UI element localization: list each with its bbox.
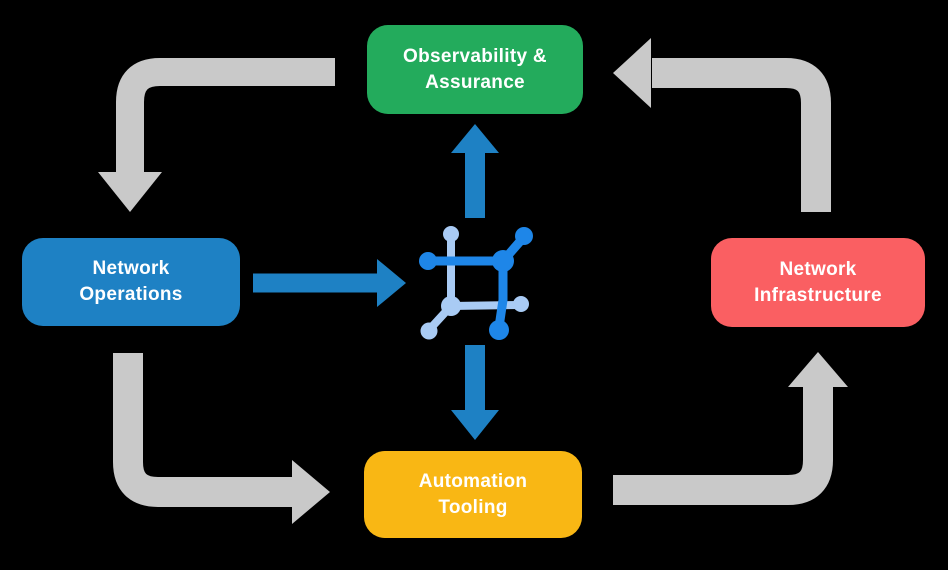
node-label-line: Network <box>92 258 170 279</box>
network-fabric-icon <box>419 226 533 340</box>
node-network-operations: Network Operations <box>22 238 240 326</box>
node-automation-tooling: Automation Tooling <box>364 451 582 538</box>
node-network-infrastructure: Network Infrastructure <box>711 238 925 327</box>
node-label-line: Observability & <box>403 45 547 67</box>
arrow-tooling-to-infrastructure <box>613 352 848 505</box>
node-label-line: Infrastructure <box>754 284 882 306</box>
node-label-line: Automation <box>418 470 528 492</box>
arrow-observability-to-operations <box>98 58 335 212</box>
node-label-line: Assurance <box>425 71 525 93</box>
arrow-center-to-observability <box>451 124 499 218</box>
arrow-infrastructure-to-observability <box>613 38 831 212</box>
node-label-line: Network <box>779 258 857 280</box>
arrow-operations-to-center <box>253 259 406 307</box>
arrow-center-to-tooling <box>451 345 499 440</box>
node-label-line: Tooling <box>438 496 508 518</box>
arrow-operations-to-tooling <box>113 353 330 524</box>
node-observability-assurance: Observability & Assurance <box>367 25 583 114</box>
node-label-line: Operations <box>79 284 183 305</box>
